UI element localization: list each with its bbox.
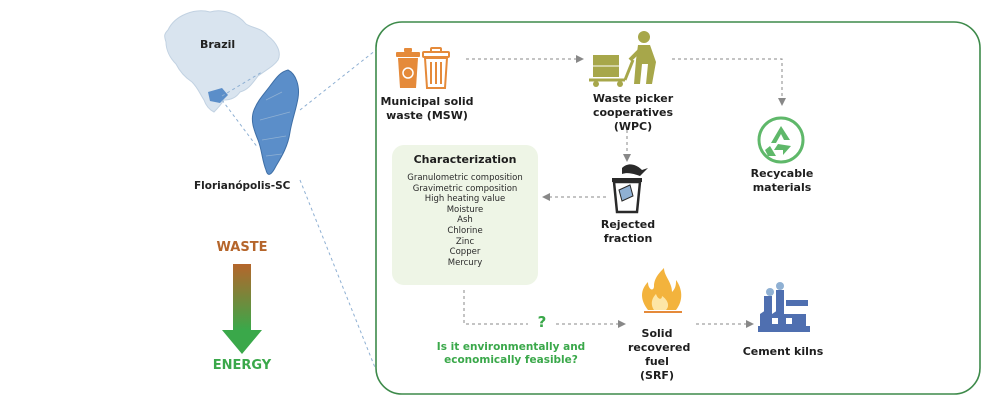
- characterization-item: Moisture: [446, 204, 484, 215]
- brazil-map: [164, 10, 280, 113]
- wpc-label: Waste picker cooperatives (WPC): [592, 92, 674, 133]
- characterization-box: Characterization Granulometric compositi…: [392, 145, 538, 285]
- country-label: Brazil: [200, 38, 236, 51]
- panel-connector-top: [299, 49, 377, 111]
- feasibility-question-text: Is it environmentally and economically f…: [436, 341, 586, 366]
- waste-label: WASTE: [216, 240, 268, 255]
- feasibility-question-mark: ?: [537, 313, 547, 331]
- waste-picker-cart-icon: [589, 31, 656, 87]
- characterization-item: Zinc: [455, 236, 475, 247]
- characterization-item: Mercury: [447, 257, 483, 268]
- recycle-icon: [757, 116, 805, 164]
- rejected-label: Rejected fraction: [600, 218, 656, 245]
- characterization-item: High heating value: [424, 194, 506, 205]
- srf-label: Solid recovered fuel (SRF): [628, 327, 691, 382]
- waste-energy-arrow: [222, 264, 262, 354]
- flame-icon: [642, 268, 682, 313]
- characterization-item: Chlorine: [447, 225, 483, 236]
- factory-icon: [758, 282, 810, 332]
- characterization-item: Copper: [449, 247, 481, 258]
- arrow-characterization-to-question: [463, 290, 528, 325]
- recyclable-label: Recycable materials: [750, 167, 814, 194]
- map-connector-bottom: [221, 99, 259, 149]
- msw-label: Municipal solid waste (MSW): [380, 95, 474, 122]
- cement-label: Cement kilns: [742, 345, 824, 358]
- characterization-item: Granulometric composition: [407, 173, 523, 183]
- characterization-item: Gravimetric composition: [412, 183, 518, 194]
- arrow-wpc-to-recyclable: [672, 58, 786, 106]
- map-connector-top: [221, 71, 263, 97]
- process-panel: [375, 21, 981, 395]
- rejected-bin-icon: [612, 164, 648, 214]
- trash-bins-icon: [396, 47, 450, 89]
- characterization-list: Granulometric composition Gravimetric co…: [392, 173, 538, 268]
- characterization-title: Characterization: [413, 153, 517, 166]
- characterization-item: Ash: [457, 215, 473, 226]
- energy-label: ENERGY: [212, 358, 272, 373]
- florianopolis-map: [251, 69, 299, 175]
- city-label: Florianópolis-SC: [194, 180, 291, 192]
- panel-connector-bottom: [299, 179, 377, 371]
